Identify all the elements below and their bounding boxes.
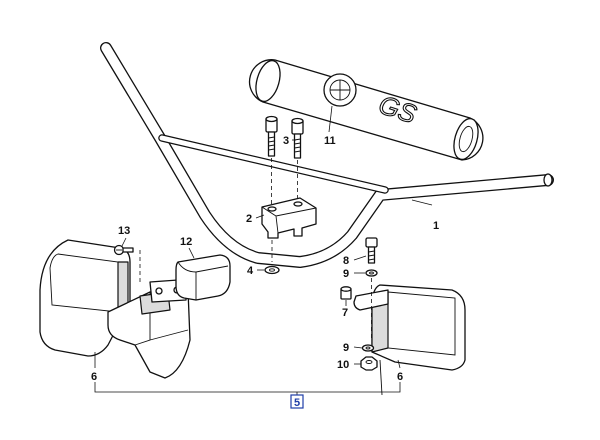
handlebar[interactable] (100, 42, 554, 268)
callout-screw-guard: 8 (343, 255, 349, 267)
clamp-bolt-right[interactable] (291, 117, 304, 159)
handlebar-pad[interactable]: GS (248, 58, 484, 162)
callout-bushing: 7 (342, 307, 348, 319)
kit-bracket (94, 382, 401, 393)
hand-guard-left[interactable] (39, 239, 191, 379)
callout-nut: 10 (337, 359, 349, 371)
screw-guard[interactable] (365, 237, 378, 264)
grip-weight[interactable] (175, 254, 231, 301)
clamp-bolt-left[interactable] (265, 115, 278, 157)
callout-washer-guard-bottom: 9 (343, 342, 349, 354)
kit-callout-link[interactable]: 5 (290, 394, 304, 409)
callout-hand-guard-right: 6 (397, 371, 403, 383)
callout-hand-guard-left: 6 (91, 371, 97, 383)
washer-guard-top[interactable] (365, 269, 378, 277)
callout-kit: 5 (294, 397, 300, 409)
callout-grip-weight: 12 (180, 236, 192, 248)
callout-handlebar: 1 (433, 220, 439, 232)
bushing[interactable] (340, 286, 352, 300)
callout-bolt: 3 (283, 135, 289, 147)
callout-washer-handlebar: 4 (247, 265, 254, 277)
callout-pad: 11 (324, 135, 336, 147)
callout-washer-guard-top: 9 (343, 268, 349, 280)
nut[interactable] (360, 356, 378, 371)
washer-handlebar[interactable] (264, 265, 280, 275)
handlebar-clamp[interactable] (261, 197, 317, 239)
hand-guard-right[interactable] (353, 284, 466, 396)
washer-guard-bottom[interactable] (361, 344, 375, 352)
callout-clamp: 2 (246, 213, 252, 225)
screw-small[interactable] (113, 244, 134, 256)
callout-screw-small: 13 (118, 225, 130, 237)
